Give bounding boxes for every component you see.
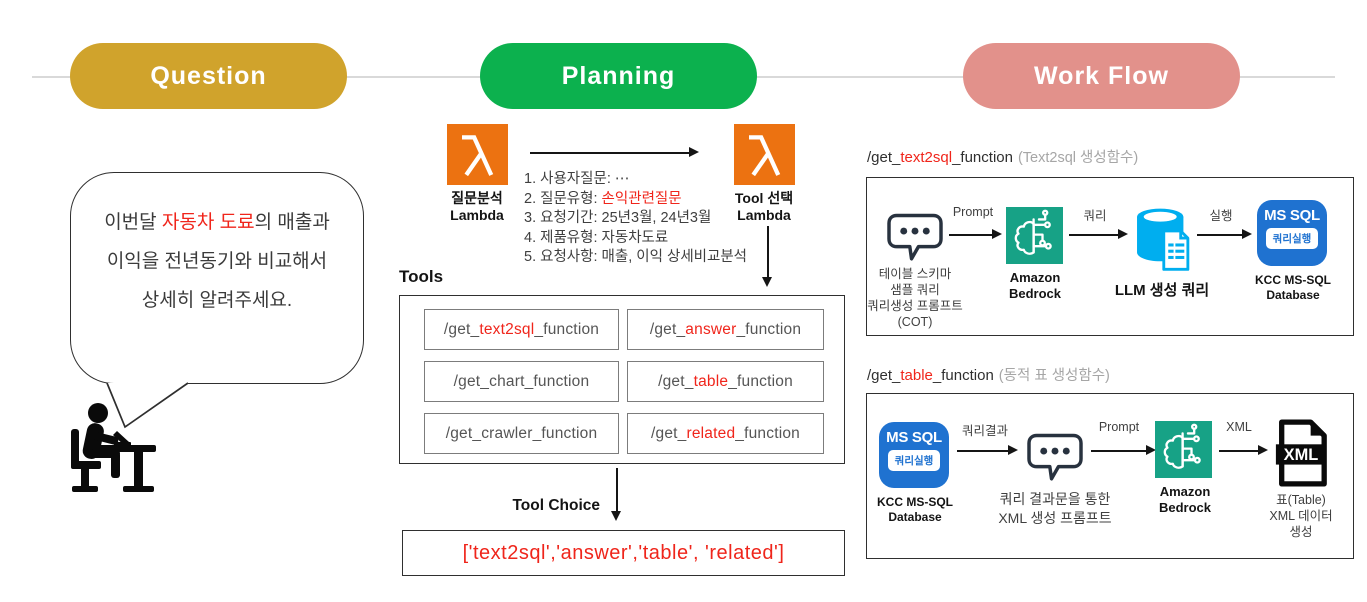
person-at-desk-icon xyxy=(71,403,156,492)
analysis-item: 1. 사용자질문: ⋯ xyxy=(524,171,630,187)
tool-related: /get_related_function xyxy=(627,413,824,454)
prompt-node-label: 쿼리 결과문을 통한 XML 생성 프롬프트 xyxy=(998,491,1112,526)
tool-choice-label: Tool Choice xyxy=(512,497,600,514)
question-speech-bubble: 이번달 자동차 도료의 매출과 이익을 전년동기와 비교해서 상세히 알려주세요… xyxy=(70,172,364,384)
mssql-label: KCC MS-SQL Database xyxy=(1255,273,1331,302)
flow2-arrow-2 xyxy=(1091,445,1156,455)
question-line-1: 이번달 자동차 도료의 매출과 xyxy=(104,212,330,233)
mssql-label: KCC MS-SQL Database xyxy=(877,495,953,524)
flow2-box: MS SQL 쿼리실행 KCC MS-SQL Database 쿼리결과 쿼리 … xyxy=(866,393,1354,559)
flow1-box: 테이블 스키마 샘플 쿼리 쿼리생성 프롬프트 (COT) Prompt Ama… xyxy=(866,177,1354,336)
flow1-arrow-2 xyxy=(1069,229,1128,239)
arrow-label-query: 쿼리 xyxy=(1083,209,1107,223)
xml-file-icon: XML xyxy=(1275,419,1327,487)
lambda-in-label: 질문분석 Lambda xyxy=(450,190,504,223)
arrow-label-execute: 실행 xyxy=(1209,209,1233,223)
llm-query-label: LLM 생성 쿼리 xyxy=(1114,282,1210,299)
tool-choice-result-box: ['text2sql','answer','table', 'related'] xyxy=(402,530,845,576)
prompt-bubble-icon xyxy=(887,213,943,261)
analysis-item: 3. 요청기간: 25년3월, 24년3월 xyxy=(524,210,712,226)
prompt-bubble-icon xyxy=(1027,433,1083,481)
speech-bubble-tail xyxy=(106,382,189,429)
lambda-icon xyxy=(734,124,795,185)
tool-text2sql: /get_text2sql_function xyxy=(424,309,619,350)
analysis-item: 5. 요청사항: 매출, 이익 상세비교분석 xyxy=(524,249,748,265)
xml-node-label: 표(Table) XML 데이터 생성 xyxy=(1269,493,1333,539)
question-line-3: 상세히 알려주세요. xyxy=(141,290,293,311)
planning-section-pill: Planning xyxy=(480,43,757,109)
bedrock-label: Amazon Bedrock xyxy=(1008,270,1062,301)
analysis-item: 4. 제품유형: 자동차도료 xyxy=(524,229,669,246)
prompt-node-label: 테이블 스키마 샘플 쿼리 쿼리생성 프롬프트 (COT) xyxy=(867,267,963,329)
amazon-bedrock-icon xyxy=(1006,207,1063,264)
workflow-section-pill: Work Flow xyxy=(963,43,1240,109)
lambda-to-lambda-arrow xyxy=(530,147,699,157)
question-analysis-list: 1. 사용자질문: ⋯ 2. 질문유형: 손익관련질문 3. 요청기간: 25년… xyxy=(524,170,747,268)
tool-choice-arrow xyxy=(611,468,621,521)
arrow-label-xml: XML xyxy=(1226,420,1252,434)
flow1-arrow-1 xyxy=(949,229,1002,239)
arrow-label-prompt: Prompt xyxy=(1098,420,1140,434)
lambda-icon xyxy=(447,124,508,185)
tool-table: /get_table_function xyxy=(627,361,824,402)
question-highlight: 자동차 도료 xyxy=(161,212,255,233)
arrow-label-query-result: 쿼리결과 xyxy=(961,424,1008,438)
bedrock-label: Amazon Bedrock xyxy=(1158,484,1212,515)
arrow-label-prompt: Prompt xyxy=(952,205,994,219)
lambda-out-label: Tool 선택 Lambda xyxy=(734,190,794,223)
analysis-item: 2. 질문유형: 손익관련질문 xyxy=(524,190,682,207)
tool-crawler: /get_crawler_function xyxy=(424,413,619,454)
question-line-2: 이익을 전년동기와 비교해서 xyxy=(106,251,328,272)
mssql-database-icon: MS SQL 쿼리실행 xyxy=(1257,200,1327,266)
flow1-arrow-3 xyxy=(1197,229,1252,239)
mssql-database-icon: MS SQL 쿼리실행 xyxy=(879,422,949,488)
flow2-arrow-3 xyxy=(1219,445,1268,455)
lambda-to-tools-arrow xyxy=(762,226,772,287)
flow1-title: /get_text2sql_function(Text2sql 생성함수) xyxy=(867,149,1139,166)
svg-text:XML: XML xyxy=(1284,446,1319,464)
flow2-arrow-1 xyxy=(957,445,1018,455)
tools-box: /get_text2sql_function /get_answer_funct… xyxy=(399,295,845,464)
tool-answer: /get_answer_function xyxy=(627,309,824,350)
question-section-pill: Question xyxy=(70,43,347,109)
tool-chart: /get_chart_function xyxy=(424,361,619,402)
llm-query-database-icon xyxy=(1137,208,1190,271)
amazon-bedrock-icon xyxy=(1155,421,1212,478)
flow2-title: /get_table_function(동적 표 생성함수) xyxy=(867,367,1110,384)
tools-title: Tools xyxy=(399,267,444,286)
